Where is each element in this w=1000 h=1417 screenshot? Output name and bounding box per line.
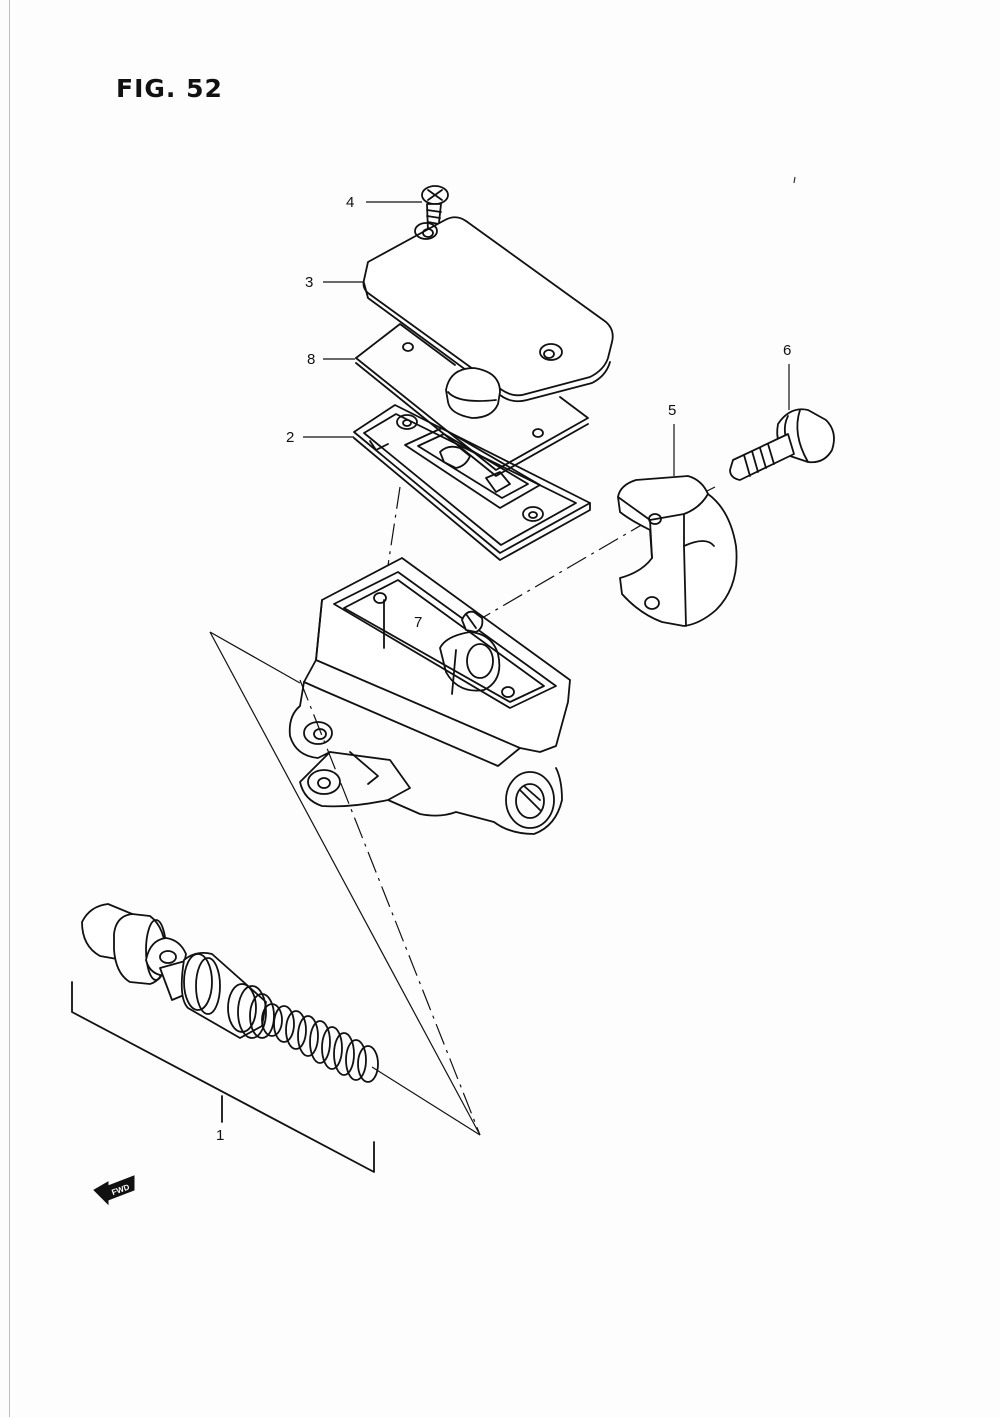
master-cylinder-body bbox=[288, 557, 571, 835]
callout-5: 5 bbox=[668, 402, 677, 419]
part-1-piston-assembly bbox=[81, 903, 379, 1083]
callout-7: 7 bbox=[414, 614, 423, 631]
scan-edge-line bbox=[9, 0, 10, 1417]
triangle-left-edge bbox=[209, 631, 481, 1136]
part-3-reservoir-cap bbox=[362, 216, 614, 403]
triangle-bottom-edge bbox=[371, 1066, 481, 1136]
alignment-line-clamp bbox=[469, 519, 651, 626]
part-5-clamp bbox=[617, 475, 738, 627]
triangle-top-edge bbox=[209, 631, 301, 684]
callout-8: 8 bbox=[307, 351, 316, 368]
callout-6: 6 bbox=[783, 342, 792, 359]
callout-1: 1 bbox=[216, 1127, 225, 1144]
fwd-arrow-icon: FWD bbox=[93, 1175, 135, 1206]
scan-mark bbox=[793, 176, 796, 184]
callout-3: 3 bbox=[305, 274, 314, 291]
callout-2: 2 bbox=[286, 429, 295, 446]
part-8-diaphragm-plate bbox=[355, 323, 589, 477]
part-6-bolt bbox=[729, 408, 835, 481]
figure-title: FIG. 52 bbox=[116, 74, 223, 103]
alignment-line-piston bbox=[299, 679, 481, 1136]
part-2-diaphragm bbox=[353, 404, 591, 561]
callout-4: 4 bbox=[346, 194, 355, 211]
part-1-bracket bbox=[71, 981, 375, 1173]
